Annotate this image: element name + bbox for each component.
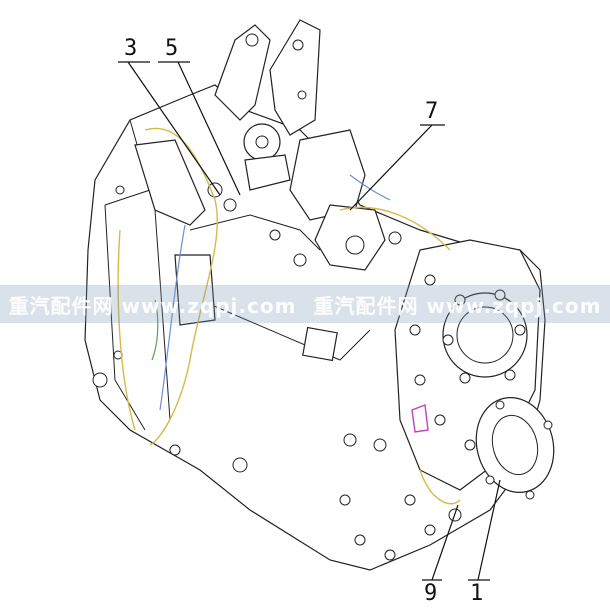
leader-9: [431, 504, 459, 581]
callout-leaders: [118, 61, 501, 581]
shift-housing: [269, 129, 402, 271]
output-flange: [475, 397, 555, 500]
callout-1: 1: [470, 581, 483, 606]
callout-7: 7: [425, 99, 438, 124]
leader-3: [127, 61, 221, 196]
callout-3: 3: [124, 36, 137, 61]
callout-5: 5: [165, 36, 178, 61]
leader-5: [177, 61, 241, 196]
leader-7: [349, 124, 433, 211]
wiring-harness: [117, 127, 461, 505]
watermark-text-left: 重汽配件网 www.zqpj.com: [8, 293, 297, 318]
housing-window: [302, 326, 338, 362]
watermark-band: 重汽配件网 www.zqpj.com 重汽配件网 www.zqpj.com: [0, 285, 610, 323]
leader-1: [477, 479, 501, 581]
shift-lever-bracket: [214, 19, 321, 191]
watermark-text-right: 重汽配件网 www.zqpj.com: [313, 293, 602, 318]
callout-labels: 3 5 7 9 1: [124, 36, 483, 606]
callout-9: 9: [424, 581, 437, 606]
left-cover: [92, 139, 237, 388]
